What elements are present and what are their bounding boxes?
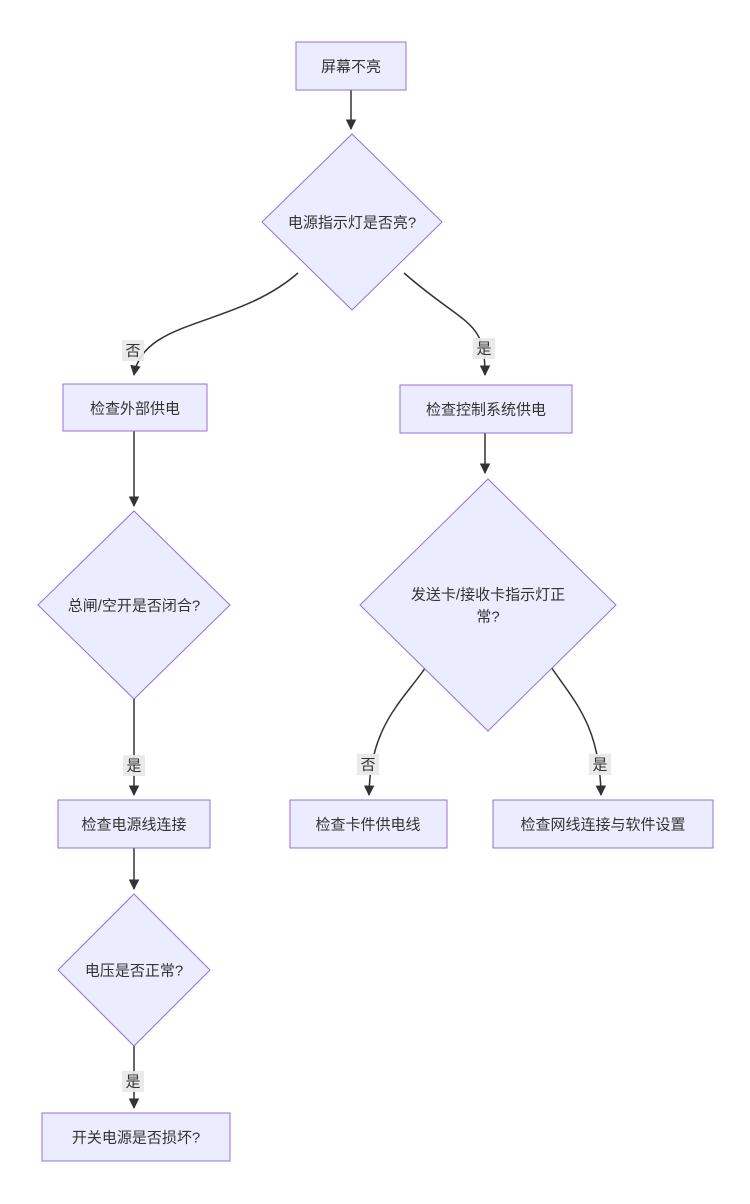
- edge-label-bg: [123, 755, 145, 776]
- edge-label-text: 是: [125, 1073, 140, 1090]
- node-card-led-decision: 发送卡/接收卡指示灯正 常?: [359, 478, 617, 732]
- node-check-external-power: 检查外部供电: [62, 383, 208, 432]
- edge-label-power-led-yes: 是: [473, 338, 495, 359]
- node-card-led-shape: [359, 478, 617, 732]
- edge-cardled-no: [363, 663, 429, 797]
- edge-label-power-led-no: 否: [122, 340, 144, 361]
- edge-label-text: 是: [476, 340, 491, 357]
- node-check-power-cable-shape: [57, 799, 211, 849]
- edge-cardled-yes: [548, 663, 607, 797]
- node-breaker-label: 总闸/空开是否闭合?: [68, 597, 201, 614]
- node-check-power-cable: 检查电源线连接: [57, 799, 211, 849]
- edge-label-bg: [122, 1071, 144, 1092]
- node-check-external-power-label: 检查外部供电: [90, 400, 180, 417]
- node-power-led-label: 电源指示灯是否亮?: [288, 214, 416, 231]
- edge-label-cardled-no: 否: [357, 754, 379, 775]
- node-check-card-cable-label: 检查卡件供电线: [315, 816, 420, 833]
- node-check-network: 检查网线连接与软件设置: [492, 799, 714, 849]
- node-card-led-label-line1: 发送卡/接收卡指示灯正: [411, 586, 565, 603]
- nodes-layer: 屏幕不亮 电源指示灯是否亮? 检查外部供电 检查控制系统供电 总闸/空开是否闭合…: [37, 41, 714, 1162]
- node-start-shape: [295, 41, 407, 91]
- node-voltage-label: 电压是否正常?: [85, 962, 183, 979]
- node-breaker-shape: [37, 510, 231, 700]
- node-check-external-power-shape: [62, 383, 208, 432]
- edge-label-bg: [122, 340, 144, 361]
- node-check-control-power: 检查控制系统供电: [399, 384, 573, 434]
- edge-label-text: 否: [360, 756, 375, 773]
- node-power-led-decision: 电源指示灯是否亮?: [261, 133, 443, 311]
- node-power-led-shape: [261, 133, 443, 311]
- edge-label-text: 是: [126, 757, 141, 774]
- node-check-card-cable-shape: [289, 799, 448, 849]
- edge-label-bg: [357, 754, 379, 775]
- edge-label-voltage-yes: 是: [122, 1071, 144, 1092]
- node-start-label: 屏幕不亮: [321, 58, 381, 75]
- edge-label-breaker-yes: 是: [123, 755, 145, 776]
- edge-power-led-no: [130, 272, 299, 377]
- node-start: 屏幕不亮: [295, 41, 407, 91]
- node-check-control-power-shape: [399, 384, 573, 434]
- node-psu-damaged-shape: [41, 1112, 231, 1162]
- node-voltage-shape: [57, 893, 211, 1047]
- node-breaker-decision: 总闸/空开是否闭合?: [37, 510, 231, 700]
- node-check-power-cable-label: 检查电源线连接: [81, 816, 186, 833]
- node-check-card-cable: 检查卡件供电线: [289, 799, 448, 849]
- node-voltage-decision: 电压是否正常?: [57, 893, 211, 1047]
- edge-label-text: 是: [592, 756, 607, 773]
- edge-label-bg: [473, 338, 495, 359]
- edge-label-text: 否: [125, 342, 140, 359]
- node-psu-damaged-label: 开关电源是否损坏?: [72, 1129, 200, 1146]
- edge-label-cardled-yes: 是: [589, 754, 611, 775]
- node-psu-damaged: 开关电源是否损坏?: [41, 1112, 231, 1162]
- edge-label-bg: [589, 754, 611, 775]
- edge-labels-layer: 否 是 是 否 是 是: [122, 338, 611, 1092]
- edge-power-led-yes: [403, 272, 491, 377]
- node-card-led-label-line2: 常?: [476, 608, 499, 625]
- node-check-network-label: 检查网线连接与软件设置: [520, 816, 685, 833]
- node-check-control-power-label: 检查控制系统供电: [426, 401, 546, 418]
- node-check-network-shape: [492, 799, 714, 849]
